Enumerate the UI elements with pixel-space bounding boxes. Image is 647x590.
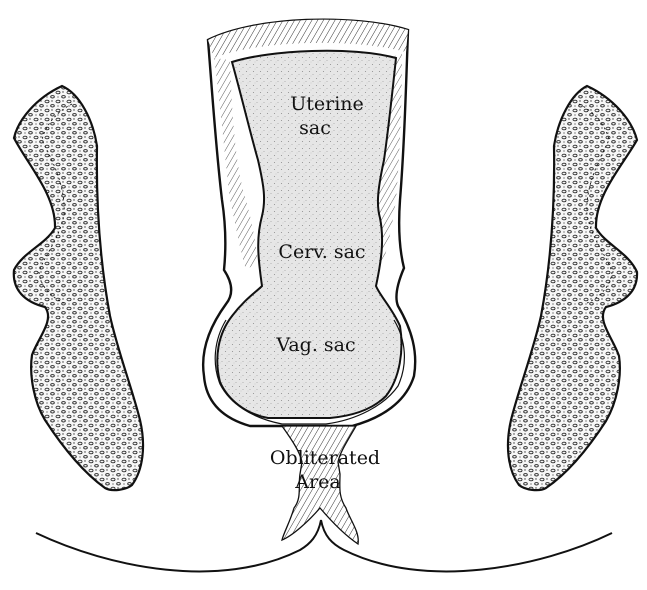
obliterated-area-label-line2: Area [294,471,340,493]
vaginal-sac-label: Vag. sac [275,334,355,356]
right-pelvic-bone [508,86,637,490]
uterine-sac-label-line2: sac [299,117,331,139]
uterine-sac-label-line1: Uterine [290,93,364,115]
perineum-outline [36,520,612,571]
obliterated-area-label-line1: Obliterated [270,447,380,469]
uterovaginal-sac [203,20,415,426]
left-pelvic-bone [14,86,143,490]
cervical-sac-label: Cerv. sac [278,241,365,263]
